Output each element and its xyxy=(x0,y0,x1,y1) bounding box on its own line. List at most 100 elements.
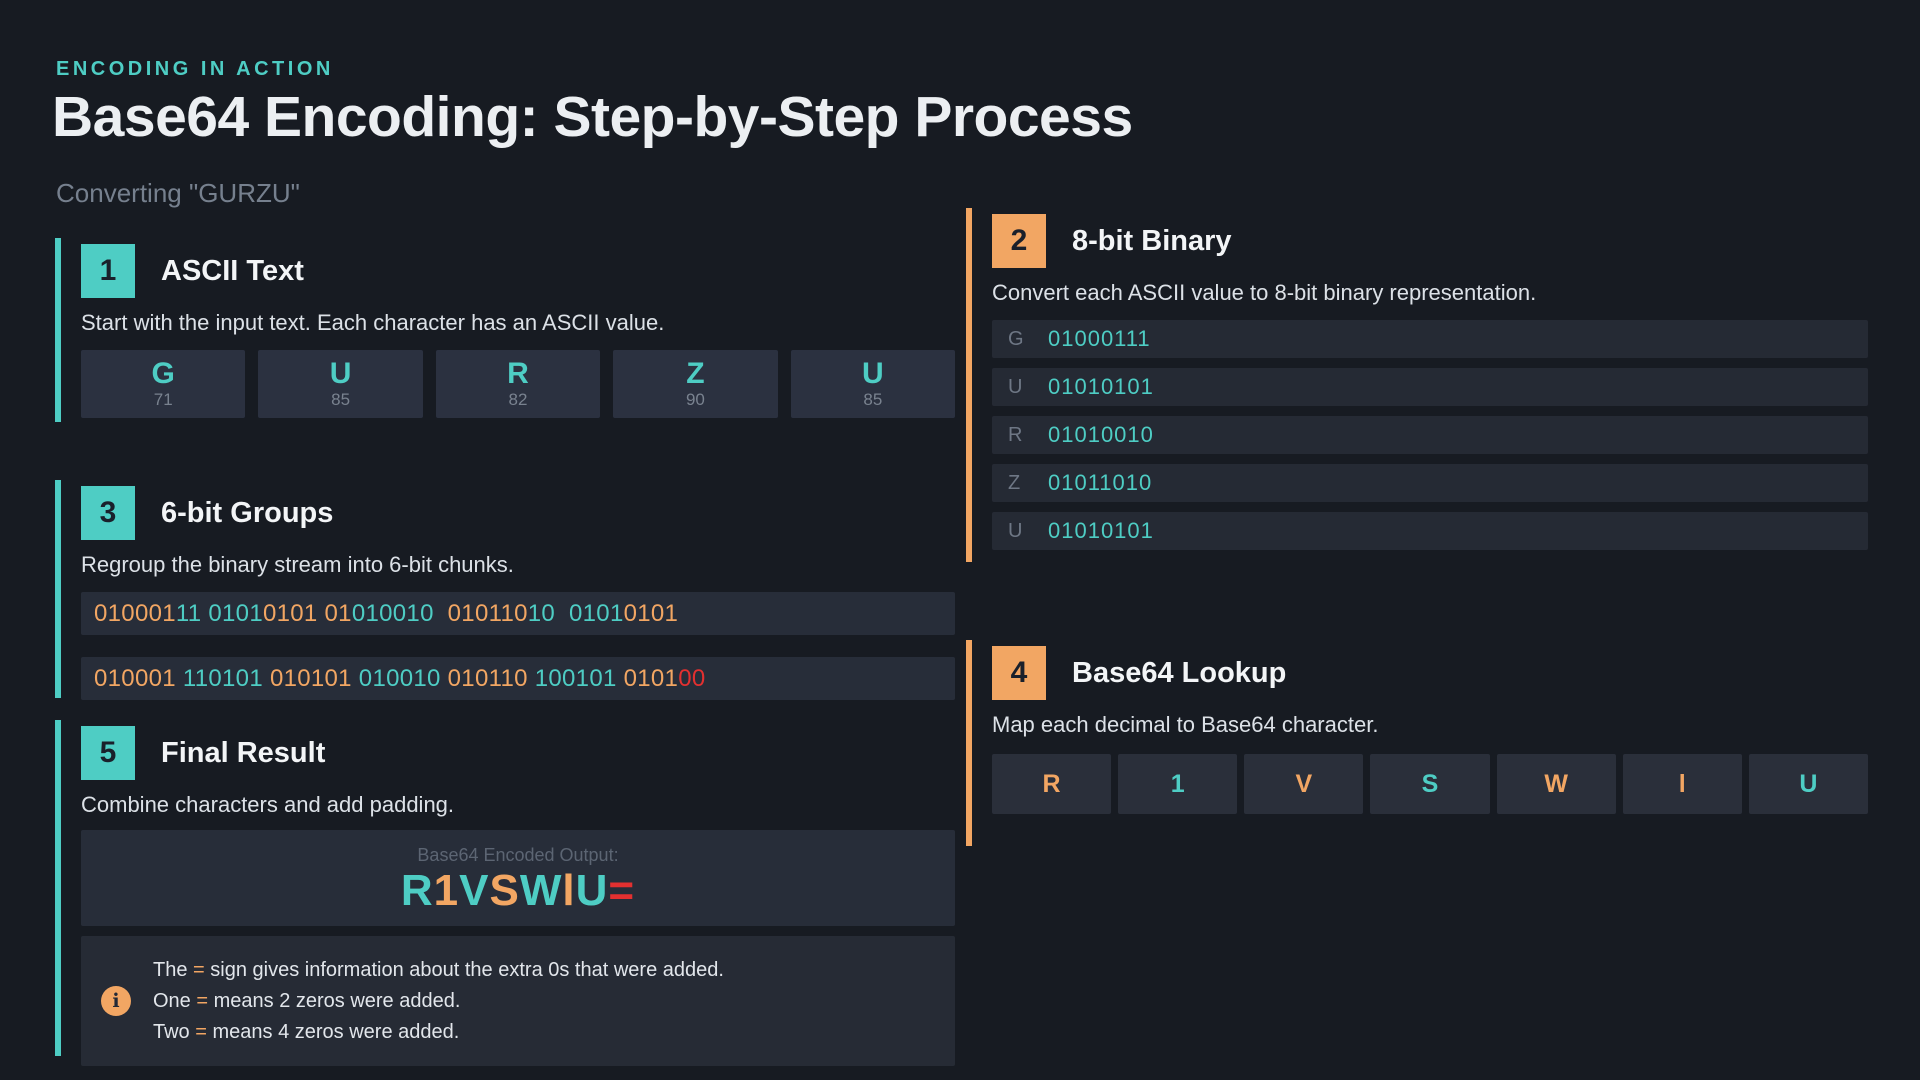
ascii-char-code: 85 xyxy=(863,390,883,409)
binary-row-letter: U xyxy=(1008,375,1023,398)
base64-lookup-cell: l xyxy=(1622,754,1742,814)
bit-segment: 010010 xyxy=(351,599,434,627)
bit-segment: S xyxy=(489,866,520,915)
encoded-output-label: Base64 Encoded Output: xyxy=(417,845,619,865)
bit-segment xyxy=(263,665,270,693)
bit-segment: W xyxy=(519,866,563,915)
bit-segment: 100101 xyxy=(534,664,617,692)
step-2-title: 8-bit Binary xyxy=(1072,224,1232,257)
step-3-title: 6-bit Groups xyxy=(161,496,334,529)
step-5-description: Combine characters and add padding. xyxy=(81,792,455,817)
bit-segment: 010010 xyxy=(358,664,441,692)
base64-lookup-char: R xyxy=(1042,769,1061,798)
bit-segment xyxy=(441,665,448,693)
bit-segment: 00 xyxy=(678,664,706,692)
step-1-number-badge: 1 xyxy=(81,244,135,298)
page-subtitle: Converting "GURZU" xyxy=(56,178,300,208)
base64-lookup-char: l xyxy=(1678,769,1686,798)
step-2-number-badge: 2 xyxy=(992,214,1046,268)
base64-lookup-char: 1 xyxy=(1170,769,1185,798)
binary-row-value: 01000111 xyxy=(1048,326,1151,351)
base64-lookup-char: V xyxy=(1295,769,1313,798)
bit-segment: R xyxy=(400,866,434,915)
ascii-char-letter: U xyxy=(329,357,352,390)
bit-segment: = xyxy=(195,1021,207,1043)
bit-segment xyxy=(352,665,359,693)
step-4-description: Map each decimal to Base64 character. xyxy=(992,712,1379,737)
ascii-char-letter: G xyxy=(151,357,175,390)
bit-segment: means 2 zeros were added. xyxy=(208,990,461,1012)
bit-segment: 11 xyxy=(175,599,202,627)
bit-segment: 1 xyxy=(433,866,460,915)
padding-info-line: Two = means 4 zeros were added. xyxy=(153,1017,724,1047)
bit-segment: 0101 xyxy=(569,599,624,627)
step-5-number-badge: 5 xyxy=(81,726,135,780)
bit-segment: 0101 xyxy=(623,664,679,692)
base64-lookup-cell: W xyxy=(1496,754,1616,814)
bit-segment xyxy=(318,600,325,628)
encoded-output-value: R1VSWlU= xyxy=(81,866,955,916)
bit-segment: One xyxy=(153,990,197,1012)
bit-segment: 010110 xyxy=(447,664,528,692)
base64-lookup-cell: S xyxy=(1370,754,1490,814)
base64-lookup-cell: V xyxy=(1244,754,1364,814)
bit-segment: 010001 xyxy=(94,664,176,692)
step-4-title: Base64 Lookup xyxy=(1072,656,1287,689)
base64-lookup-char: W xyxy=(1544,769,1568,798)
step-5-final-result: 5 Final Result Combine characters and ad… xyxy=(55,718,955,1066)
step-1-description: Start with the input text. Each characte… xyxy=(81,310,665,335)
encoded-output-box: Base64 Encoded Output: R1VSWlU= xyxy=(81,830,955,926)
step-2-description: Convert each ASCII value to 8-bit binary… xyxy=(992,280,1537,305)
bit-segment: U xyxy=(575,866,609,915)
ascii-char-code: 71 xyxy=(153,390,173,409)
bit-segment: 0101 xyxy=(623,599,679,627)
step-3-description: Regroup the binary stream into 6-bit chu… xyxy=(81,552,514,577)
step-1-title: ASCII Text xyxy=(161,254,304,287)
base64-lookup-char: S xyxy=(1421,769,1439,798)
step-2-accent-bar xyxy=(966,208,972,562)
bit-segment: means 4 zeros were added. xyxy=(206,1021,460,1043)
base64-lookup-cell: U xyxy=(1748,754,1868,814)
binary-row-letter: U xyxy=(1008,519,1023,542)
page-title: Base64 Encoding: Step-by-Step Process xyxy=(52,85,1133,149)
info-icon: i xyxy=(101,986,131,1016)
bit-segment xyxy=(176,665,183,693)
step-3-6bit-groups: 3 6-bit Groups Regroup the binary stream… xyxy=(55,478,955,700)
bit-segment: 0101 xyxy=(208,599,263,627)
bit-segment: 0101 xyxy=(262,599,318,627)
padding-info-line: One = means 2 zeros were added. xyxy=(153,986,724,1016)
step-1-ascii-text: 1 ASCII Text Start with the input text. … xyxy=(55,236,956,422)
bit-segment xyxy=(201,600,208,628)
padding-info-lines: The = sign gives information about the e… xyxy=(153,954,724,1048)
ascii-char-letter: R xyxy=(507,357,529,390)
bit-segment: 110101 xyxy=(182,664,263,692)
padding-info-box: i The = sign gives information about the… xyxy=(81,936,955,1066)
step-3-number-badge: 3 xyxy=(81,486,135,540)
ascii-char-code: 85 xyxy=(331,390,351,409)
step-4-base64-lookup: 4 Base64 Lookup Map each decimal to Base… xyxy=(966,638,1868,846)
bit-segment xyxy=(528,665,535,693)
bit-segment: 010110 xyxy=(447,599,528,627)
bit-segment: = xyxy=(196,990,209,1012)
bit-segment: V xyxy=(459,866,490,915)
bit-segment: The xyxy=(153,959,194,981)
bit-segment xyxy=(434,600,448,628)
step-4-number-badge: 4 xyxy=(992,646,1046,700)
padding-info-line: The = sign gives information about the e… xyxy=(153,955,724,985)
bit-segment: = xyxy=(608,866,636,915)
ascii-char-code: 90 xyxy=(685,390,705,409)
bit-segment: Two xyxy=(153,1021,196,1043)
ascii-char-letter: U xyxy=(861,357,884,390)
bit-stream-6bit: 010001 110101 010101 010010 010110 10010… xyxy=(81,657,955,700)
